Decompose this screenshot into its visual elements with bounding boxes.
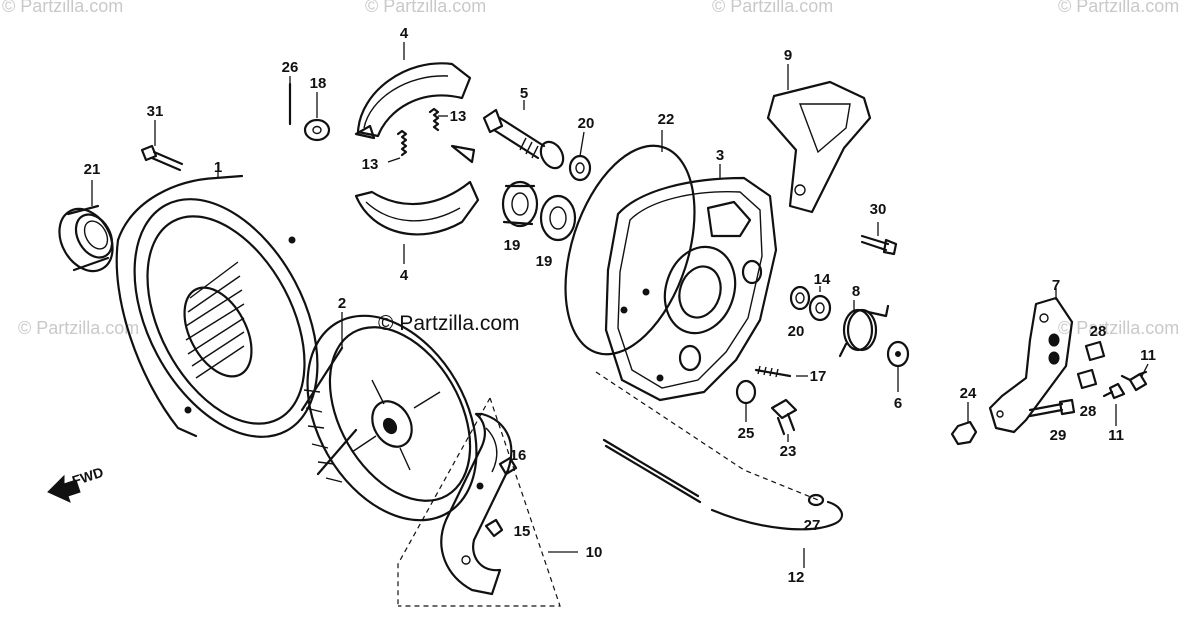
callout-11-upper: 11: [1140, 347, 1156, 364]
oil-seal-part: [58, 204, 114, 273]
callout-13-upper: 13: [450, 108, 467, 125]
callout-14: 14: [814, 271, 831, 288]
washer-14-part: [808, 294, 832, 322]
callout-12: 12: [788, 569, 805, 586]
callout-16: 16: [510, 447, 527, 464]
watermark-5: © Partzilla.com: [18, 318, 139, 338]
fwd-arrow-icon: FWD: [47, 464, 105, 503]
callout-13-lower: 13: [362, 156, 379, 173]
spring-13-upper-part: [428, 107, 440, 132]
brake-drum-part: [300, 314, 478, 522]
callout-1: 1: [214, 159, 222, 176]
leader-lines: [91, 42, 1149, 568]
callout-18: 18: [310, 75, 327, 92]
bolt-29-part: [1028, 398, 1076, 418]
shaft-5-part: [482, 108, 565, 170]
bearing-19-right-part: [539, 194, 577, 242]
callout-10: 10: [586, 544, 603, 561]
spring-13-lower-part: [396, 129, 408, 157]
bolt-15-part: [484, 518, 504, 538]
callout-6: 6: [894, 395, 902, 412]
o-ring-22-part: [564, 144, 696, 356]
pin-28-upper-part: [1084, 340, 1106, 362]
brake-shoe-upper-part: [354, 62, 472, 140]
lever-7-part: [988, 296, 1074, 434]
callout-11-lower: 11: [1108, 427, 1124, 444]
callouts: 1 2 3 4 4 5 6 7 8 9 10 11 11 12 13 13 14…: [84, 25, 1156, 586]
brake-shoe-10-part: [397, 397, 561, 607]
callout-5: 5: [520, 85, 528, 102]
callout-4-lower: 4: [400, 267, 409, 284]
callout-20-upper: 20: [578, 115, 595, 132]
reference-lines: [595, 371, 819, 501]
callout-19-left: 19: [504, 237, 521, 254]
nut-24-part: [950, 420, 978, 446]
pin-28-lower-part: [1076, 368, 1098, 390]
brake-shoe-lower-part: [354, 144, 480, 236]
watermark-3: © Partzilla.com: [712, 0, 833, 16]
watermark-6: © Partzilla.com: [1058, 318, 1179, 338]
bolt-16-part: [476, 456, 518, 490]
callout-17: 17: [810, 368, 827, 385]
bolt-31-part: [140, 144, 184, 172]
callout-9: 9: [784, 47, 792, 64]
callout-27: 27: [804, 517, 821, 534]
callout-7: 7: [1052, 277, 1060, 294]
washer-18-part: [303, 118, 331, 142]
callout-21: 21: [84, 161, 101, 178]
bearing-19-left-part: [501, 180, 539, 228]
washer-6-part: [886, 340, 910, 368]
watermark-2: © Partzilla.com: [365, 0, 486, 16]
bolt-30-part: [860, 234, 898, 256]
spring-8-part: [838, 304, 890, 358]
cable-clip-27-part: [807, 493, 825, 507]
bearing-20-upper-part: [568, 154, 592, 182]
brake-drum-housing-part: [115, 174, 319, 438]
callout-3: 3: [716, 147, 724, 164]
callout-23: 23: [780, 443, 797, 460]
callout-2: 2: [338, 295, 346, 312]
callout-24: 24: [960, 385, 977, 402]
cable-12-part: [602, 438, 844, 531]
watermark-4: © Partzilla.com: [1058, 0, 1179, 16]
washer-25-part: [735, 379, 757, 405]
bracket-9-part: [766, 80, 872, 214]
callout-4-upper: 4: [400, 25, 409, 42]
callout-15: 15: [514, 523, 531, 540]
wing-nut-11-lower-part: [1102, 382, 1126, 400]
callout-8: 8: [852, 283, 860, 300]
callout-29: 29: [1050, 427, 1067, 444]
callout-19-right: 19: [536, 253, 553, 270]
callout-28-upper: 28: [1090, 323, 1107, 340]
brake-panel-part: [604, 176, 778, 402]
callout-28-lower: 28: [1080, 403, 1097, 420]
bolt-23-part: [770, 398, 798, 436]
callout-31: 31: [147, 103, 164, 120]
stud-17-part: [754, 365, 792, 378]
washer-20-lower-part: [789, 285, 811, 311]
watermark-1: © Partzilla.com: [2, 0, 123, 16]
callout-26: 26: [282, 59, 299, 76]
callout-30: 30: [870, 201, 887, 218]
brand-label: © Partzilla.com: [378, 312, 520, 335]
callout-20-lower: 20: [788, 323, 805, 340]
callout-25: 25: [738, 425, 755, 442]
watermarks: © Partzilla.com © Partzilla.com © Partzi…: [2, 0, 1179, 338]
callout-22: 22: [658, 111, 675, 128]
fwd-label: FWD: [70, 464, 105, 489]
